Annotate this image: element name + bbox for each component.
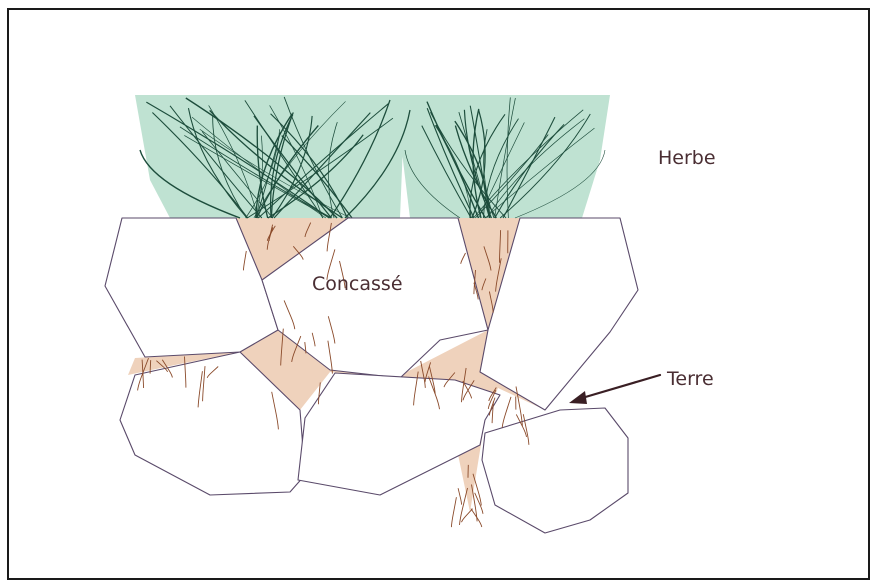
soil-vein [458,488,462,504]
grass-tuft-right [395,95,610,218]
label-concasse: Concassé [312,273,403,295]
stones [105,218,638,533]
label-herbe: Herbe [658,147,716,169]
soil-vein [462,509,473,523]
soil-vein [502,397,511,428]
label-terre: Terre [666,368,714,390]
soil-vein [451,497,456,527]
stone-bottom-right [482,408,628,533]
soil-pointer-arrow [569,375,660,404]
grass-layer [135,95,610,218]
